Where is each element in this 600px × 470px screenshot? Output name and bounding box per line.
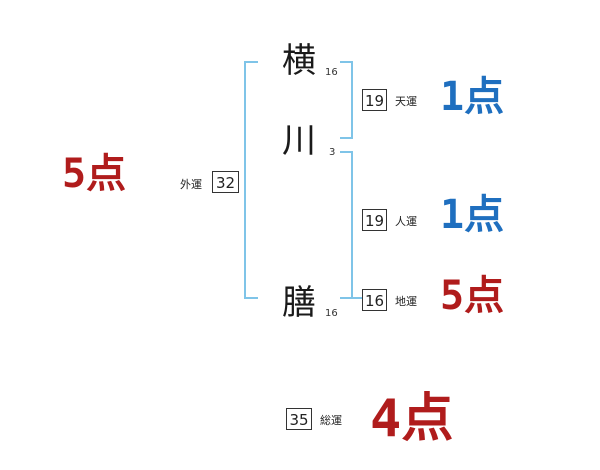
stroke-count-1: 16	[325, 67, 338, 78]
souun-score-number: 4	[370, 389, 402, 449]
chiun-score-number: 5	[440, 273, 465, 319]
jinun-score: 1点	[440, 191, 504, 239]
tenun-score: 1点	[440, 73, 504, 121]
tenun-score-unit: 点	[464, 74, 505, 120]
name-char-1: 横	[282, 41, 316, 81]
bracket-gaiun	[244, 61, 258, 299]
jinun-value-box: 19	[362, 209, 387, 231]
tenun-score-number: 1	[440, 74, 465, 120]
stroke-count-3: 16	[325, 308, 338, 319]
chiun-score: 5点	[440, 272, 504, 320]
souun-score-unit: 点	[401, 389, 454, 449]
gaiun-score: 5点	[62, 150, 126, 198]
jinun-label: 人運	[395, 215, 417, 228]
souun-score: 4点	[370, 388, 453, 450]
tenun-value-box: 19	[362, 89, 387, 111]
souun-value-box: 35	[286, 408, 312, 430]
chiun-value-box: 16	[362, 289, 387, 311]
souun-label: 総運	[320, 414, 342, 427]
chiun-score-unit: 点	[464, 273, 505, 319]
gaiun-value-box: 32	[212, 171, 239, 193]
bracket-tenun	[340, 61, 353, 139]
chiun-label: 地運	[395, 295, 417, 308]
bracket-jinun	[340, 151, 353, 299]
name-char-3: 膳	[282, 283, 316, 323]
name-char-2: 川	[282, 121, 316, 161]
stroke-count-2: 3	[329, 147, 336, 158]
gaiun-score-unit: 点	[86, 151, 127, 197]
gaiun-score-number: 5	[62, 151, 87, 197]
jinun-score-number: 1	[440, 192, 465, 238]
jinun-score-unit: 点	[464, 192, 505, 238]
gaiun-label: 外運	[180, 178, 202, 191]
tenun-label: 天運	[395, 95, 417, 108]
